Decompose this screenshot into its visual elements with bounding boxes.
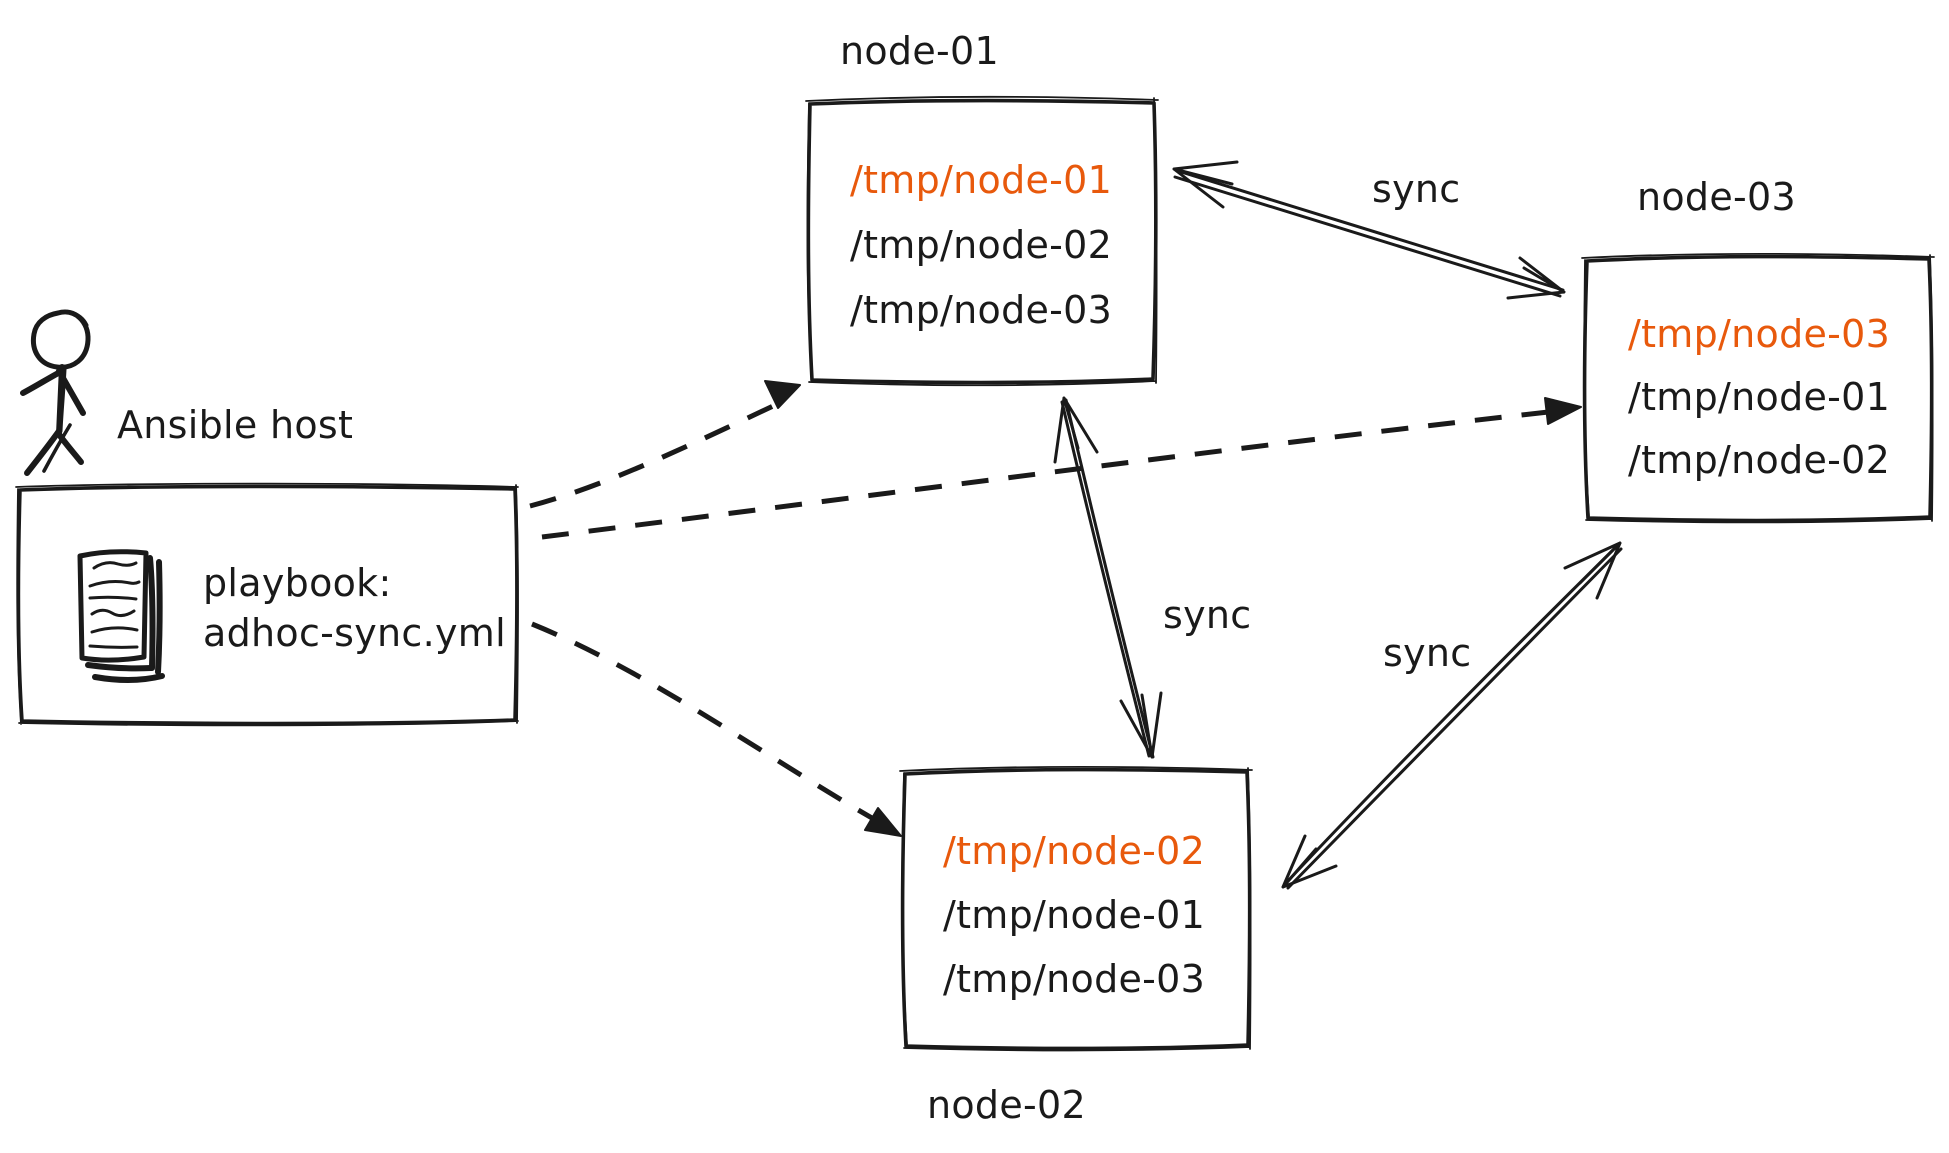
- stick-figure-head-sketch: [48, 310, 89, 327]
- stick-figure-arm-left: [20, 368, 65, 396]
- node03-box: [1581, 252, 1935, 524]
- stick-figure-body-sketch: [59, 367, 67, 433]
- node01-file-list: /tmp/node-01 /tmp/node-02 /tmp/node-03: [850, 148, 1112, 343]
- stick-figure-leg-right: [55, 430, 84, 465]
- arrowhead-node02: [864, 807, 902, 837]
- ansible-host-label: Ansible host: [117, 403, 354, 447]
- node02-file-list: /tmp/node-02 /tmp/node-01 /tmp/node-03: [943, 819, 1205, 1011]
- node01-file-3: /tmp/node-03: [850, 288, 1113, 332]
- arrowhead-node03: [1544, 397, 1582, 425]
- node03-file-2: /tmp/node-01: [1628, 375, 1891, 419]
- playbook-document-icon: [77, 549, 165, 683]
- sync-arrow-node01-node03: [1172, 160, 1566, 300]
- sync23-arrowhead-bottom: [1281, 834, 1338, 889]
- dashed-arrow-playbook-to-node01: [529, 380, 801, 509]
- sync-label-node01-node02: sync: [1163, 593, 1252, 637]
- arrowhead-node01: [764, 380, 801, 409]
- node03-file-1: /tmp/node-03: [1628, 312, 1891, 356]
- dashed-arrow-playbook-to-node03: [541, 397, 1582, 540]
- node01-file-2: /tmp/node-02: [850, 223, 1113, 267]
- playbook-box: [15, 482, 519, 727]
- sync23-arrowhead-top: [1563, 541, 1622, 600]
- node01-file-1: /tmp/node-01: [850, 158, 1113, 202]
- node01-title: node-01: [840, 29, 999, 73]
- node03-title: node-03: [1637, 175, 1796, 219]
- sync-label-node01-node03: sync: [1372, 167, 1461, 211]
- sync-label-node02-node03: sync: [1383, 631, 1472, 675]
- sync-arrow-node02-node03: [1281, 541, 1623, 890]
- dashed-arrow-playbook-to-node02: [531, 621, 902, 837]
- node01-box: [805, 95, 1159, 387]
- sync12-arrowhead-bottom: [1119, 691, 1163, 759]
- sync13-arrowhead-right: [1506, 256, 1566, 300]
- sync12-arrowhead-top: [1053, 396, 1099, 464]
- playbook-label-line2: adhoc-sync.yml: [203, 611, 506, 655]
- node03-file-list: /tmp/node-03 /tmp/node-01 /tmp/node-02: [1628, 303, 1890, 492]
- node03-file-3: /tmp/node-02: [1628, 438, 1891, 482]
- node02-file-2: /tmp/node-01: [943, 893, 1206, 937]
- playbook-label-line1: playbook:: [203, 561, 392, 605]
- node02-title: node-02: [927, 1083, 1086, 1127]
- stick-figure-icon: [20, 309, 91, 476]
- node02-file-1: /tmp/node-02: [943, 829, 1206, 873]
- node02-box: [899, 765, 1253, 1052]
- node02-file-3: /tmp/node-03: [943, 957, 1206, 1001]
- playbook-label: playbook: adhoc-sync.yml: [203, 558, 506, 658]
- stick-figure-arm-right: [56, 368, 86, 416]
- stick-figure-head: [30, 309, 91, 370]
- sync13-arrowhead-left: [1172, 160, 1239, 209]
- sync-arrow-node01-node02: [1053, 396, 1163, 759]
- stick-figure-hip-sketch: [42, 423, 72, 473]
